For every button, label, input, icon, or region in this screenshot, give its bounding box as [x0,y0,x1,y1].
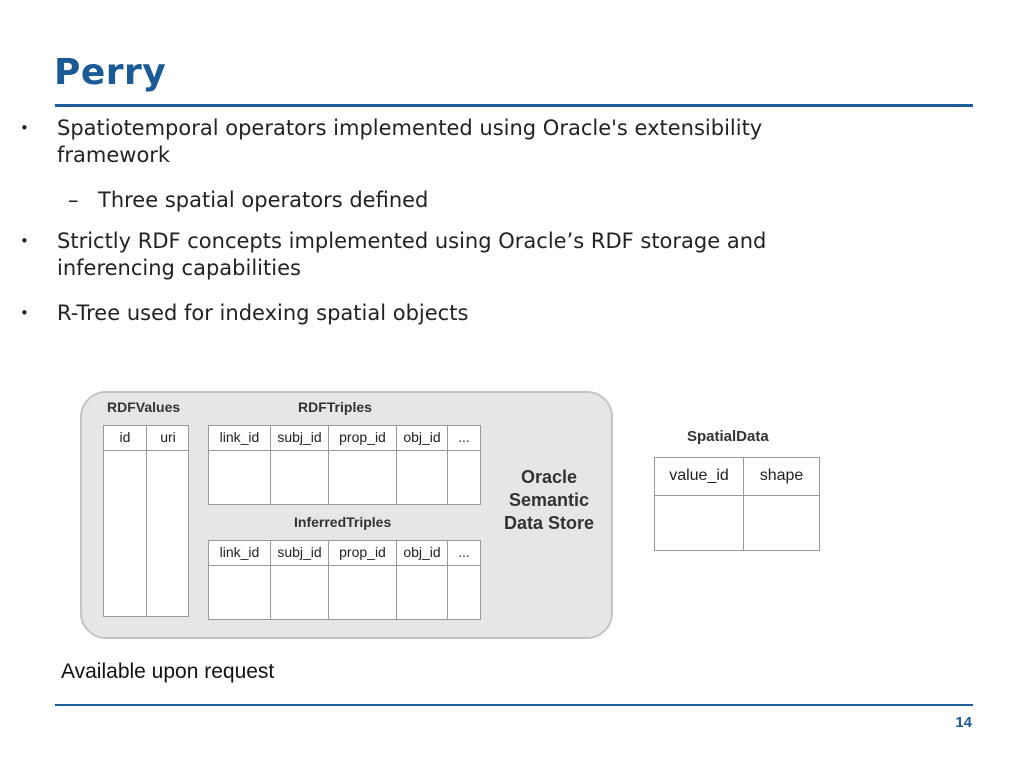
bullet-marker: • [20,232,29,250]
page-number: 14 [955,714,972,731]
column-divider [447,541,448,619]
sub-bullet-text: Three spatial operators defined [98,188,429,212]
column-divider [396,541,397,619]
table-header [209,541,480,566]
spatialdata-title: SpatialData [687,428,769,445]
column-header: ... [458,544,470,560]
rdftriples-title: RDFTriples [298,399,372,415]
column-header: subj_id [277,544,322,560]
slide-title: Perry [54,52,167,93]
bullet-text: Strictly RDF concepts implemented using … [57,229,767,280]
footer-divider [55,704,973,706]
rdfvalues-table: id uri [103,425,189,617]
column-header: id [119,429,131,445]
column-header: prop_id [339,544,386,560]
column-header: shape [759,467,804,484]
column-divider [146,426,147,616]
column-divider [270,426,271,504]
inferredtriples-table: link_id subj_id prop_id obj_id ... [208,540,481,620]
column-header: link_id [219,429,260,445]
column-header: prop_id [339,429,386,445]
column-divider [396,426,397,504]
bullet-marker: • [20,304,29,322]
table-header [655,458,819,496]
column-header: uri [160,429,176,445]
spatialdata-table: value_id shape [654,457,820,551]
column-divider [328,426,329,504]
table-header [209,426,480,451]
bullet-marker: • [20,119,29,137]
column-header: obj_id [403,429,441,445]
inferredtriples-title: InferredTriples [294,514,392,530]
column-header: value_id [669,467,729,484]
column-header: obj_id [403,544,441,560]
title-divider [55,104,973,107]
column-divider [270,541,271,619]
rdftriples-table: link_id subj_id prop_id obj_id ... [208,425,481,505]
column-header: subj_id [277,429,322,445]
bullet-text: R-Tree used for indexing spatial objects [57,301,469,325]
column-header: link_id [219,544,260,560]
store-label: Oracle Semantic Data Store [503,467,595,533]
bullet-text: Spatiotemporal operators implemented usi… [57,116,763,167]
availability-note: Available upon request [61,660,275,683]
column-header: ... [458,429,470,445]
column-divider [328,541,329,619]
column-divider [743,458,744,550]
column-divider [447,426,448,504]
sub-bullet-marker: – [68,188,79,212]
rdfvalues-title: RDFValues [107,399,181,415]
